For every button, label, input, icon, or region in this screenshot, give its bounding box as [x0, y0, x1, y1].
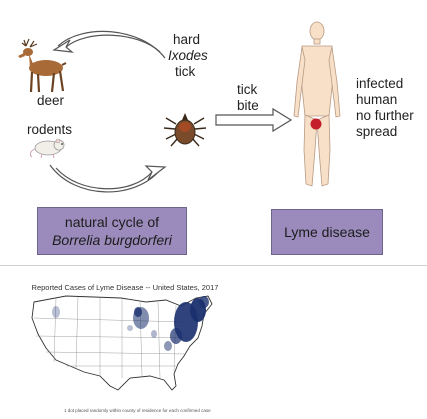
tick-bite-line2: bite — [237, 98, 259, 113]
curved-arrow-top — [52, 30, 166, 59]
natural-cycle-line1: natural cycle of — [64, 214, 160, 230]
tick-bite-line1: tick — [237, 82, 258, 97]
human-label-line4: spread — [356, 124, 398, 139]
rodents-label: rodents — [27, 122, 73, 137]
natural-cycle-box: natural cycle of Borrelia burgdorferi — [37, 207, 187, 255]
human-label-line1: infected — [356, 76, 404, 91]
lyme-disease-label: Lyme disease — [284, 224, 370, 240]
map-footnote: 1 dot placed randomly within county of r… — [64, 408, 211, 413]
curved-arrow-bottom — [49, 164, 167, 193]
human-label-line3: no further — [356, 108, 414, 123]
human-label-line2: human — [356, 92, 398, 107]
us-lyme-map — [31, 295, 213, 391]
case-dots — [52, 296, 209, 351]
deer-label: deer — [37, 93, 65, 108]
tick-label-line3: tick — [175, 64, 196, 79]
lyme-disease-box: Lyme disease — [271, 209, 383, 255]
tick-icon — [163, 113, 207, 147]
state-borders — [33, 296, 193, 379]
natural-cycle-line2: Borrelia burgdorferi — [52, 232, 172, 248]
straight-arrow — [215, 107, 293, 133]
human-figure-icon — [293, 21, 341, 187]
tick-label-line2: Ixodes — [168, 48, 208, 63]
rodent-icon — [29, 138, 65, 159]
deer-icon — [18, 38, 67, 93]
map-title: Reported Cases of Lyme Disease -- United… — [31, 283, 219, 292]
lyme-cycle-diagram: deer rodents hard Ixodes tick tick bite — [0, 21, 427, 266]
tick-label-line1: hard — [173, 32, 201, 47]
